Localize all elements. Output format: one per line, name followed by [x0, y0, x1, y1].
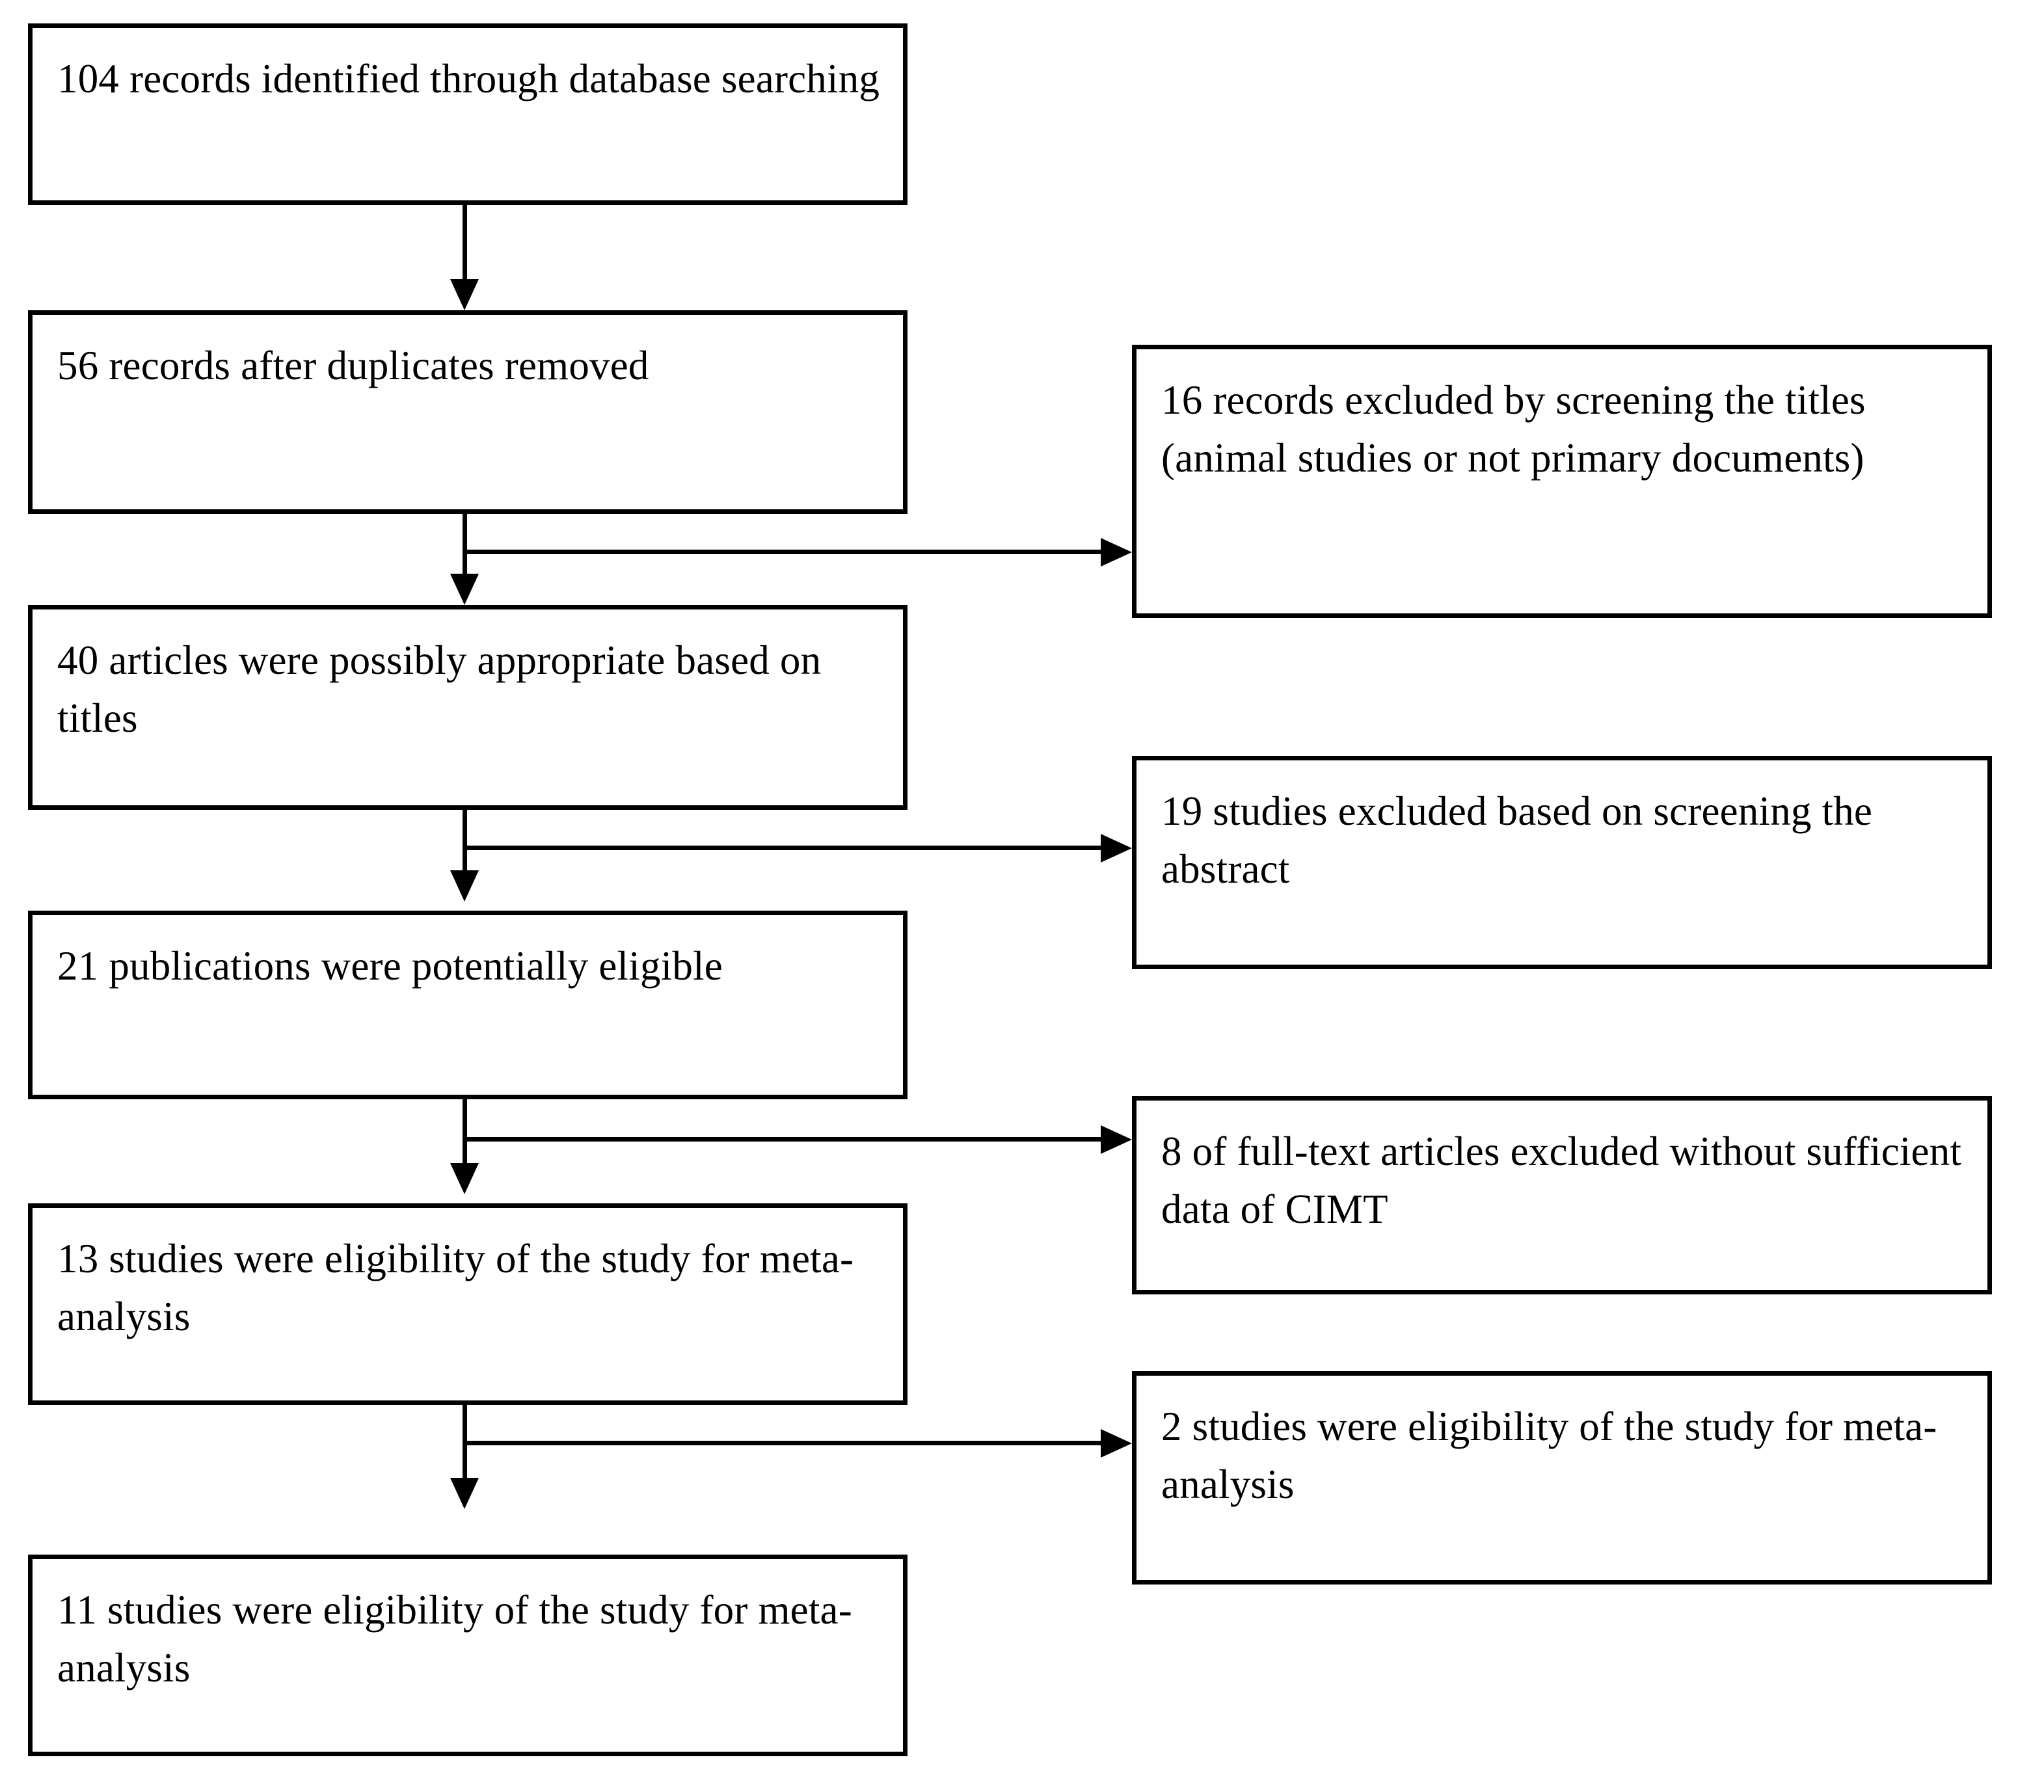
flow-node-eligible-13: 13 studies were eligibility of the study…	[28, 1203, 908, 1405]
flow-node-records-identified-label: 104 records identified through database …	[57, 56, 880, 101]
exclusion-node-excluded-fulltext-label: 8 of full-text articles excluded without…	[1161, 1129, 1962, 1233]
exclusion-node-excluded-titles: 16 records excluded by screening the tit…	[1132, 345, 1992, 618]
flow-node-appropriate-by-title: 40 articles were possibly appropriate ba…	[28, 605, 908, 810]
flow-node-potentially-eligible-label: 21 publications were potentially eligibl…	[57, 943, 723, 989]
connector-2-to-3-line	[463, 514, 467, 578]
flow-node-potentially-eligible: 21 publications were potentially eligibl…	[28, 911, 908, 1099]
flow-node-eligible-11-label: 11 studies were eligibility of the study…	[57, 1587, 852, 1691]
branch-to-excluded-titles-arrowhead	[1101, 538, 1132, 567]
connector-4-to-5-line	[463, 1099, 467, 1168]
flow-node-after-duplicates: 56 records after duplicates removed	[28, 310, 908, 514]
exclusion-node-excluded-abstract-label: 19 studies excluded based on screening t…	[1161, 788, 1873, 892]
exclusion-node-excluded-titles-label: 16 records excluded by screening the tit…	[1161, 377, 1866, 481]
exclusion-node-excluded-fulltext: 8 of full-text articles excluded without…	[1132, 1096, 1992, 1294]
connector-2-to-3-arrowhead	[450, 574, 479, 605]
branch-to-excluded-fulltext-line	[463, 1137, 1103, 1142]
exclusion-node-excluded-abstract: 19 studies excluded based on screening t…	[1132, 756, 1992, 969]
branch-to-excluded-2-arrowhead	[1101, 1429, 1132, 1458]
flow-node-eligible-11: 11 studies were eligibility of the study…	[28, 1555, 908, 1756]
connector-1-to-2-arrowhead	[450, 279, 479, 310]
flow-node-eligible-13-label: 13 studies were eligibility of the study…	[57, 1236, 854, 1340]
branch-to-excluded-abstract-arrowhead	[1101, 834, 1132, 863]
exclusion-node-excluded-2: 2 studies were eligibility of the study …	[1132, 1371, 1992, 1585]
exclusion-node-excluded-2-label: 2 studies were eligibility of the study …	[1161, 1404, 1937, 1508]
branch-to-excluded-abstract-line	[463, 846, 1103, 850]
connector-5-to-6-arrowhead	[450, 1478, 479, 1509]
branch-to-excluded-2-line	[463, 1441, 1103, 1445]
connector-4-to-5-arrowhead	[450, 1163, 479, 1194]
branch-to-excluded-fulltext-arrowhead	[1101, 1125, 1132, 1154]
connector-1-to-2-line	[463, 205, 467, 283]
flow-node-after-duplicates-label: 56 records after duplicates removed	[57, 343, 649, 388]
branch-to-excluded-titles-line	[463, 550, 1103, 554]
flow-node-appropriate-by-title-label: 40 articles were possibly appropriate ba…	[57, 637, 822, 742]
connector-3-to-4-arrowhead	[450, 870, 479, 902]
connector-3-to-4-line	[463, 810, 467, 875]
flow-node-records-identified: 104 records identified through database …	[28, 23, 908, 205]
